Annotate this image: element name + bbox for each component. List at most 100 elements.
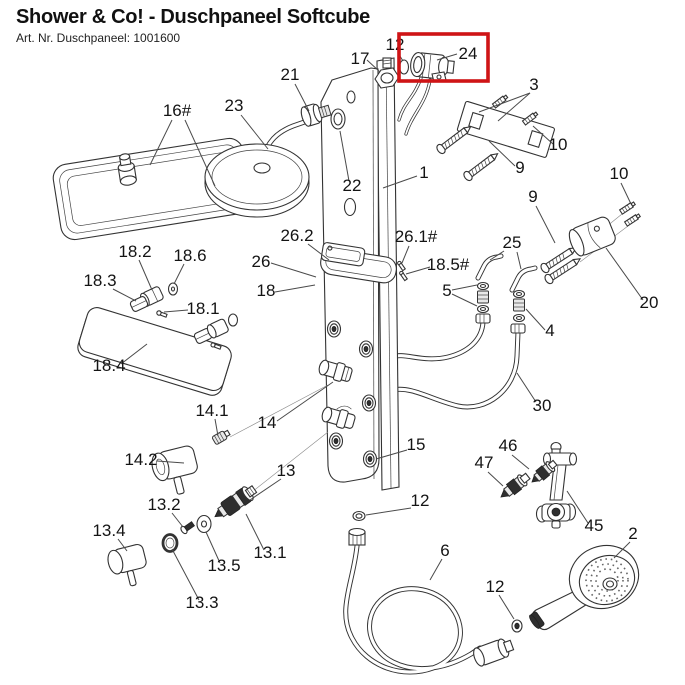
leader-line-12 (498, 594, 515, 620)
leader-line-9 (535, 205, 556, 244)
part-label-46: 46 (499, 436, 518, 455)
leader-line-13.1 (245, 513, 265, 551)
ring-13-3 (161, 533, 179, 553)
part-label-6: 6 (440, 541, 449, 560)
leader-line-22 (339, 130, 350, 182)
leader-line-13 (249, 478, 282, 501)
part-label-26: 26 (252, 252, 271, 271)
leader-line-26 (270, 262, 317, 278)
part-label-47: 47 (475, 453, 494, 472)
leader-line-26.1# (401, 245, 410, 264)
part-label-12: 12 (386, 35, 405, 54)
part-label-13.3: 13.3 (185, 593, 218, 612)
leader-line-13.2 (171, 512, 184, 528)
part-label-18.6: 18.6 (173, 246, 206, 265)
valve-stem-lower (321, 405, 356, 429)
leader-line-24 (436, 53, 458, 61)
leader-line-16# (184, 119, 216, 187)
wall-anchor-10 (491, 94, 509, 109)
screw-9 (540, 247, 578, 274)
part-label-14: 14 (258, 413, 277, 432)
leader-line-13.5 (205, 531, 221, 564)
shower-hose-6 (343, 527, 523, 675)
part-label-25: 25 (503, 233, 522, 252)
page-title: Shower & Co! - Duschpaneel Softcube (16, 6, 370, 28)
part-label-30: 30 (533, 396, 552, 415)
leader-line-45 (566, 490, 589, 524)
part-label-9: 9 (528, 187, 537, 206)
leader-line-1 (382, 175, 418, 189)
part-label-13.2: 13.2 (147, 495, 180, 514)
leader-line-18.6 (173, 263, 185, 285)
leader-lines (112, 52, 644, 620)
part-label-22: 22 (343, 176, 362, 195)
leader-line-12 (365, 507, 412, 516)
small-screw-26-1 (397, 260, 407, 272)
part-label-18.4: 18.4 (92, 356, 125, 375)
leader-line-21 (294, 83, 310, 112)
glass-shelf-18-4 (77, 307, 232, 396)
adapter-14-1 (211, 429, 231, 445)
part-label-18.3: 18.3 (83, 271, 116, 290)
diverter-45 (535, 441, 578, 529)
hose-nut (475, 313, 491, 324)
leader-line-10 (532, 125, 554, 145)
leader-line-10 (620, 182, 632, 205)
part-label-13.5: 13.5 (207, 556, 240, 575)
connection-hoses-30 (389, 319, 521, 410)
jet-port (328, 432, 344, 450)
spray-dots-mid (590, 563, 624, 597)
part-label-5: 5 (442, 281, 451, 300)
hose-nut (510, 323, 526, 334)
hose-top-nut (348, 527, 366, 546)
part-label-20: 20 (640, 293, 659, 312)
round-shower-head-23 (204, 103, 332, 218)
hose-connector (473, 638, 515, 667)
leader-line-17 (366, 59, 381, 73)
part-label-9: 9 (515, 158, 524, 177)
nipple-fitting (477, 290, 489, 304)
knob-13-4 (107, 543, 147, 587)
part-label-14.1: 14.1 (195, 401, 228, 420)
screw-9 (463, 152, 499, 182)
leader-line-14.1 (214, 418, 219, 437)
jet-port-15 (362, 450, 378, 468)
spray-dots-outer (585, 558, 629, 602)
part-label-13.1: 13.1 (253, 543, 286, 562)
part-label-17: 17 (351, 49, 370, 68)
hand-shower-inlet (529, 611, 545, 629)
part-label-26.1#: 26.1# (395, 227, 438, 246)
leader-line-6 (429, 558, 443, 581)
leader-line-25 (516, 251, 522, 270)
part-label-10: 10 (610, 164, 629, 183)
wall-anchor-10 (521, 111, 539, 126)
part-label-26.2: 26.2 (280, 226, 313, 245)
leader-line-9 (488, 140, 516, 167)
wall-holder-20-assembly (540, 201, 641, 285)
part-label-4: 4 (545, 321, 554, 340)
shelf-screw-right (210, 342, 222, 350)
part-label-16#: 16# (163, 101, 192, 120)
leader-line-15 (375, 449, 408, 460)
wall-anchor-10 (623, 213, 641, 227)
leader-line-18.3 (112, 288, 137, 302)
valve-14-group (151, 384, 329, 495)
valve-stem-upper (318, 359, 353, 382)
leader-line-23 (240, 114, 269, 150)
part-label-23: 23 (225, 96, 244, 115)
arm-ring-22 (330, 108, 346, 130)
shelf-shoe-18-3 (129, 296, 149, 312)
part-label-12: 12 (411, 491, 430, 510)
hand-shower-2 (529, 544, 640, 631)
part-label-13.4: 13.4 (92, 521, 125, 540)
part-label-1: 1 (419, 163, 428, 182)
part-label-3: 3 (529, 75, 538, 94)
jet-port (326, 320, 342, 338)
leader-line-3 (497, 92, 531, 122)
part-label-18.1: 18.1 (186, 299, 219, 318)
wall-holder-20 (568, 216, 616, 257)
leader-line-14 (276, 381, 334, 422)
